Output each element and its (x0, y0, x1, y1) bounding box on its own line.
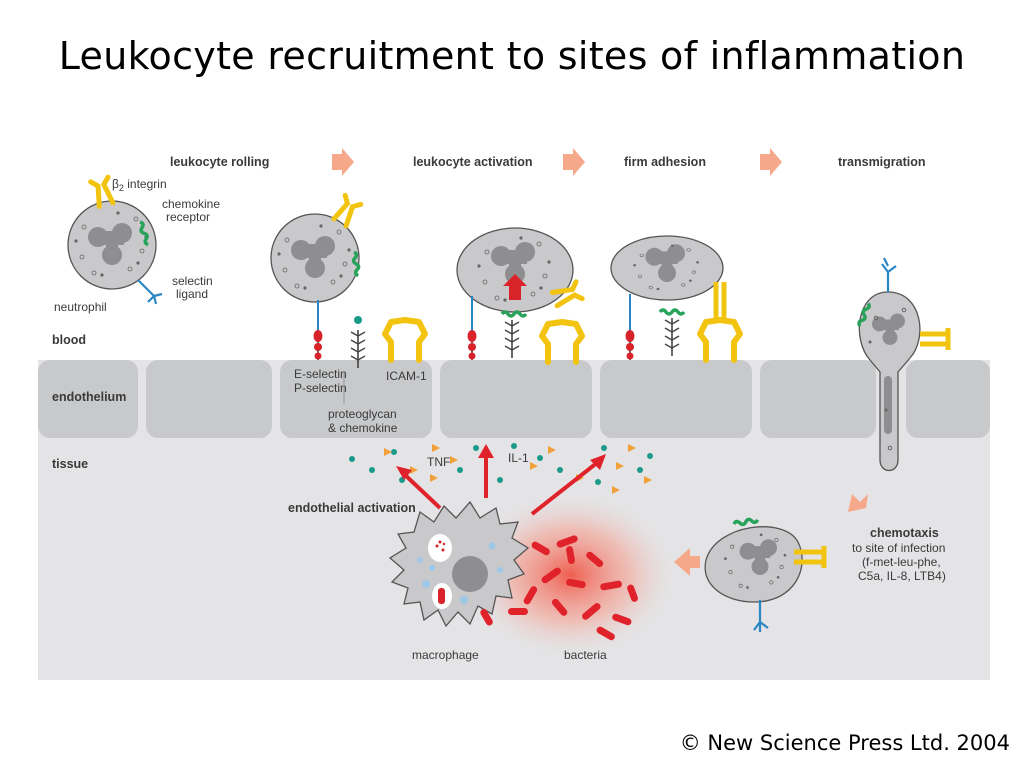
arrow-head (478, 444, 494, 458)
proteoglycan-label-1: proteoglycan (328, 407, 397, 421)
layer-label-tissue: tissue (52, 457, 88, 471)
chemotaxis-text-3: C5a, IL-8, LTB4) (858, 569, 946, 583)
chemotaxis-arrow (848, 494, 868, 512)
neutrophil-cell (67, 200, 157, 290)
adherent-neutrophil (610, 235, 724, 301)
macrophage-cell (388, 500, 530, 628)
beta2-integrin-label: β2 integrin (112, 177, 167, 193)
stage-arrow (332, 148, 354, 176)
chemotaxis-text-2: (f-met-leu-phe, (862, 555, 941, 569)
copyright-notice: © New Science Press Ltd. 2004 (679, 731, 1010, 755)
chemotaxis-neutrophil (704, 526, 803, 603)
proteoglycan-icon (664, 317, 680, 357)
selectin-ligand-icon (137, 279, 163, 305)
selectin-ligand-icon (753, 600, 769, 632)
selectin-ligand-label-2: ligand (176, 287, 208, 301)
endothelial-cell (906, 360, 990, 438)
chemotaxis-arrow (674, 548, 700, 576)
selectin-icon (466, 329, 478, 361)
chemokine-receptor-label-1: chemokine (162, 197, 220, 211)
cytokine-particles (349, 443, 653, 494)
chemotaxis-label: chemotaxis (870, 526, 939, 540)
e-selectin-label: E-selectin (294, 367, 347, 381)
macrophage-label: macrophage (412, 648, 479, 662)
chemokine-receptor-label-2: receptor (166, 210, 210, 224)
icam1-icon (700, 320, 740, 360)
stage-label-activation: leukocyte activation (413, 155, 533, 169)
chemokine-receptor-icon (500, 310, 528, 318)
endothelial-activation-label: endothelial activation (288, 501, 416, 515)
chemotaxis-text-1: to site of infection (852, 541, 945, 555)
integrin-icon (794, 546, 827, 568)
neutrophil-label: neutrophil (54, 300, 107, 314)
endothelial-cell (600, 360, 752, 438)
selectin-icon (312, 329, 324, 361)
endothelial-cell (440, 360, 592, 438)
bacteria-label: bacteria (564, 648, 607, 662)
activated-neutrophil (456, 227, 574, 313)
rolling-neutrophil (270, 213, 360, 303)
endothelial-cell (280, 360, 432, 438)
integrin-icon (920, 328, 951, 350)
stage-arrow (563, 148, 585, 176)
p-selectin-label: P-selectin (294, 381, 347, 395)
proteoglycan-label-2: & chemokine (328, 421, 398, 435)
icam1-icon (542, 322, 582, 362)
arrow-head (590, 454, 606, 470)
chemokine-dot (354, 316, 362, 324)
selectin-ligand-label-1: selectin (172, 274, 213, 288)
arrow-head (396, 466, 412, 480)
endothelial-cell (38, 360, 138, 438)
stage-label-rolling: leukocyte rolling (170, 155, 269, 169)
layer-label-endothelium: endothelium (52, 390, 126, 404)
stage-arrow (760, 148, 782, 176)
stage-label-transmigration: transmigration (838, 155, 926, 169)
bacteria-cluster (480, 535, 638, 641)
stage-label-adhesion: firm adhesion (624, 155, 706, 169)
activation-arrows (402, 456, 600, 516)
page-title: Leukocyte recruitment to sites of inflam… (58, 34, 966, 78)
chemokine-receptor-icon (658, 308, 686, 316)
icam1-icon (385, 320, 425, 360)
endothelial-cell (146, 360, 272, 438)
integrin-icon (713, 282, 727, 320)
layer-label-blood: blood (52, 333, 86, 347)
il1-label: IL-1 (508, 451, 529, 465)
icam1-label: ICAM-1 (386, 369, 427, 383)
proteoglycan-icon (504, 319, 520, 359)
endothelial-cell (760, 360, 876, 438)
selectin-ligand-icon (881, 257, 897, 292)
selectin-icon (624, 329, 636, 361)
tnf-label: TNF (427, 455, 450, 469)
